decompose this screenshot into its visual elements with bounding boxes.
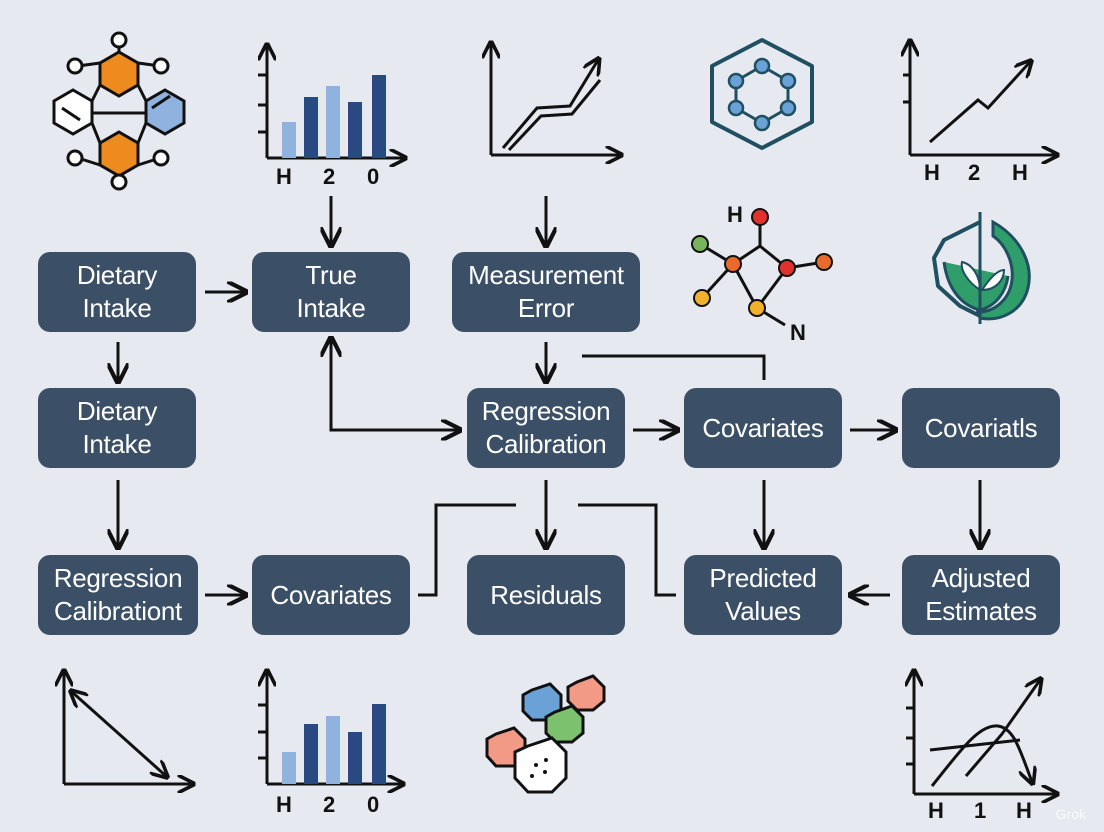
bar-chart-bottom-tick-3: 0 — [367, 792, 379, 817]
node-dietary-intake: Dietary Intake — [38, 252, 196, 332]
bar-chart-tick-2: 2 — [323, 164, 335, 189]
line-chart-tick-1: H — [924, 160, 940, 185]
arrow-true-intake-regression — [331, 340, 458, 430]
watermark: Grok — [1055, 806, 1086, 822]
connector-error-covariates — [582, 354, 766, 380]
bar-chart-bottom-tick-2: 2 — [323, 792, 335, 817]
node-residuals: Residuals — [467, 555, 625, 635]
octagon-cluster-icon — [485, 674, 606, 794]
leaf-shield-icon — [932, 212, 1031, 324]
bar-chart-bottom-icon: H 2 0 — [258, 672, 402, 817]
negative-correlation-chart-icon — [64, 672, 192, 784]
molecule-label-h: H — [727, 202, 743, 227]
node-adjusted-estimates: Adjusted Estimates — [902, 555, 1060, 635]
line-chart-bottom-tick-3: H — [1016, 798, 1032, 823]
node-predicted-values: Predicted Values — [684, 555, 842, 635]
trend-line-chart-icon — [491, 44, 620, 155]
molecule-graph-icon: H N — [691, 202, 833, 345]
bar-chart-tick-1: H — [276, 164, 292, 189]
line-chart-tick-3: H — [1012, 160, 1028, 185]
node-measurement-error: Measurement Error — [452, 252, 640, 332]
node-regression-calibrationt: Regression Calibrationt — [38, 555, 198, 635]
rising-line-chart-icon: H 2 H — [903, 42, 1056, 185]
node-true-intake: True Intake — [252, 252, 410, 332]
line-chart-bottom-tick-1: H — [928, 798, 944, 823]
connector-regression-predicted — [578, 503, 676, 597]
hexagon-molecule-icon — [52, 31, 186, 191]
molecule-label-n: N — [790, 320, 806, 345]
hexagon-network-icon — [710, 38, 814, 150]
connector-covariates-regression — [418, 503, 516, 597]
node-dietary-intake-2: Dietary Intake — [38, 388, 196, 468]
line-chart-tick-2: 2 — [968, 160, 980, 185]
node-covariates: Covariates — [684, 388, 842, 468]
bar-chart-bottom-tick-1: H — [276, 792, 292, 817]
node-covariatls: Covariatls — [902, 388, 1060, 468]
crossing-lines-chart-icon: H 1 H — [906, 672, 1056, 823]
flow-arrows — [118, 196, 980, 595]
bar-chart-tick-3: 0 — [367, 164, 379, 189]
node-regression-calibration: Regression Calibration — [467, 388, 625, 468]
bar-chart-icon: H 2 0 — [258, 46, 404, 189]
line-chart-bottom-tick-2: 1 — [974, 798, 986, 823]
node-covariates-2: Covariates — [252, 555, 410, 635]
